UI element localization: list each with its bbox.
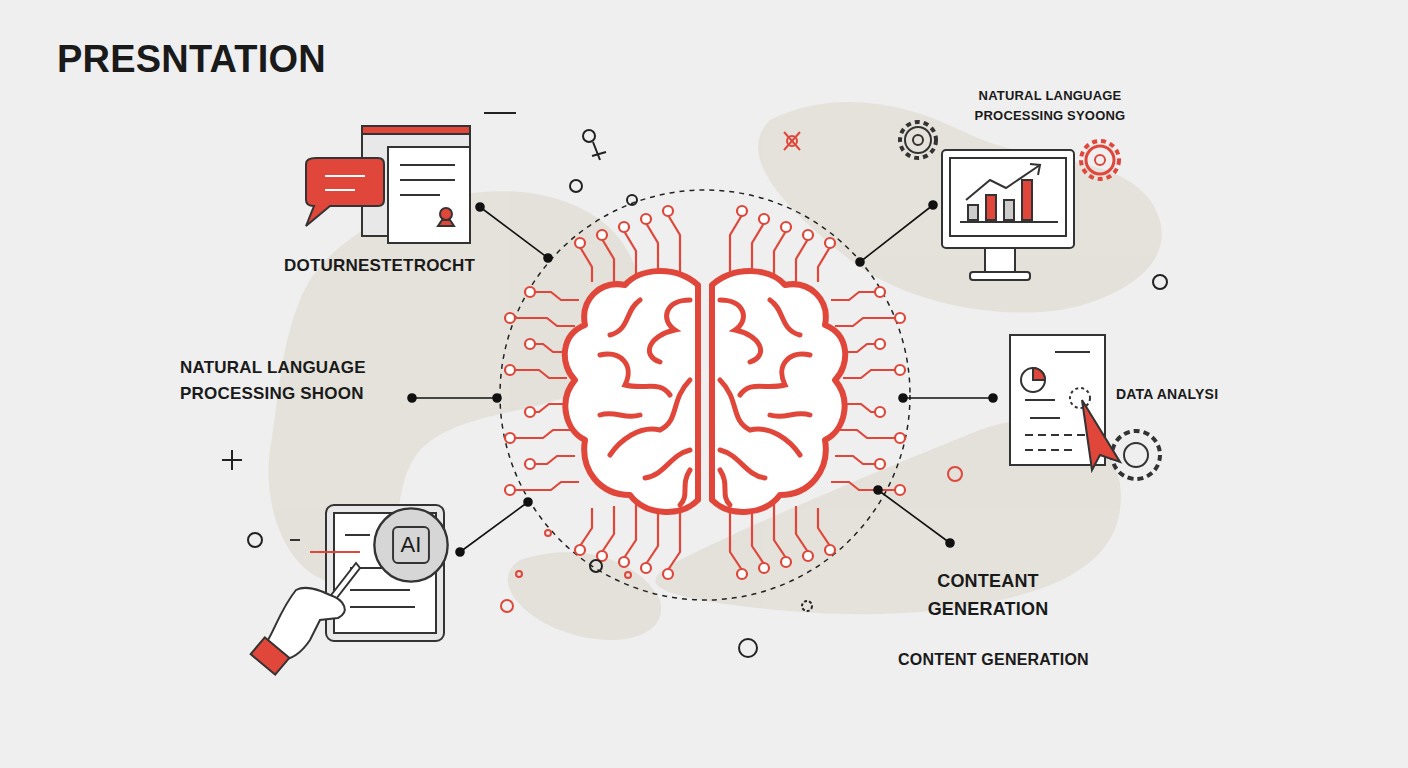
label: CONTENT GENERATION [898, 648, 1089, 673]
report-pointer-icon [1010, 335, 1160, 479]
decorations [222, 113, 1167, 657]
brain-folds [600, 300, 810, 505]
brain [565, 271, 845, 512]
chat-document-icon [306, 126, 470, 243]
monitor-chart-icon [900, 122, 1119, 280]
tablet-hand-icon [251, 505, 444, 675]
badge-text: AI [401, 532, 422, 558]
badge-content: AI [372, 506, 450, 584]
label: NATURAL LANGUAGE PROCESSING SYOONG [965, 86, 1135, 126]
background-blob [268, 102, 1161, 640]
label: CONTEANT GENERATION [908, 568, 1068, 624]
circuit-traces [505, 206, 905, 579]
label: DOTURNESTETROCHT [284, 253, 475, 279]
label: DATA ANALYSI [1116, 384, 1218, 406]
label: NATURAL LANGUAGE PROCESSING SHOON [180, 355, 410, 408]
ai-badge: AI [372, 506, 450, 584]
leader-lines [408, 201, 997, 556]
dashed-ring [500, 190, 910, 600]
title: PRESNTATION [57, 38, 326, 81]
